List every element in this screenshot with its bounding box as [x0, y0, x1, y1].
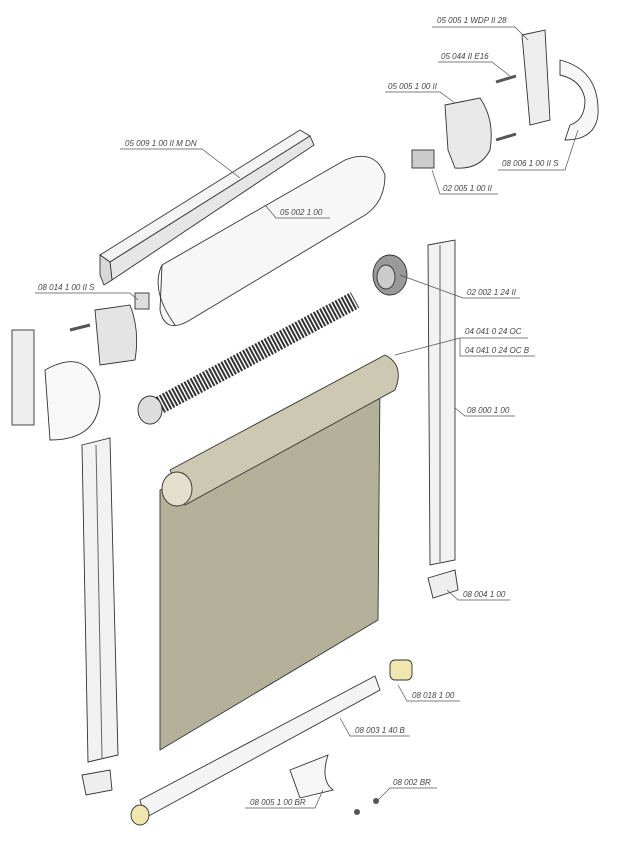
- label-screw-br: 08 002 BR: [393, 778, 431, 787]
- right-side-rail-part: [427, 239, 456, 566]
- label-clip-s: 08 014 1 00 II S: [38, 283, 95, 292]
- label-rail-cap: 08 004 1 00: [463, 590, 506, 599]
- label-tube-oc: 04 041 0 24 OC: [465, 327, 522, 336]
- spring-axle-part: [137, 292, 360, 425]
- label-side-rail: 08 000 1 00: [467, 406, 510, 415]
- bar-end-part: [389, 659, 413, 681]
- label-plug: 02 002 1 24 II: [467, 288, 517, 297]
- cassette-cover-part: [157, 155, 386, 327]
- leader-lines: [35, 26, 579, 809]
- adapter-part: [411, 149, 435, 169]
- label-tube-oc-b: 04 041 0 24 OC B: [465, 346, 530, 355]
- fabric-roll-part: [159, 354, 399, 751]
- label-top-profile: 05 009 1 00 II M DN: [125, 139, 197, 148]
- left-side-rail-part: [81, 437, 119, 796]
- label-cassette-cover: 05 002 1 00: [280, 208, 323, 217]
- left-bracket-part: [69, 304, 138, 366]
- label-screw-e16: 05 044 II E16: [441, 52, 489, 61]
- bottom-bar-part: [130, 675, 381, 826]
- label-bracket-wdp: 05 005 1 WDP II 28: [437, 16, 507, 25]
- handle-part: [289, 754, 335, 799]
- screw-br-part: [354, 798, 379, 815]
- wall-bracket-part: [521, 29, 551, 126]
- rail-cap-part: [427, 569, 459, 599]
- label-bar-end: 08 018 1 00: [412, 691, 455, 700]
- label-side-bracket: 05 005 1 00 II: [388, 82, 438, 91]
- label-adapter: 02 005 1 00 II: [443, 184, 493, 193]
- screw-e16-part: [495, 74, 517, 142]
- end-cap-s-part: [559, 59, 599, 141]
- plug-part: [372, 254, 408, 296]
- label-end-cap-s: 08 006 1 00 II S: [502, 159, 559, 168]
- top-profile-part: [99, 129, 315, 286]
- clip-s-part: [134, 292, 150, 310]
- label-bottom-bar: 08 003 1 40 B: [355, 726, 405, 735]
- left-end-cap-part: [11, 329, 101, 441]
- side-bracket-part: [444, 97, 492, 169]
- label-handle-br: 08 005 1 00 BR: [250, 798, 306, 807]
